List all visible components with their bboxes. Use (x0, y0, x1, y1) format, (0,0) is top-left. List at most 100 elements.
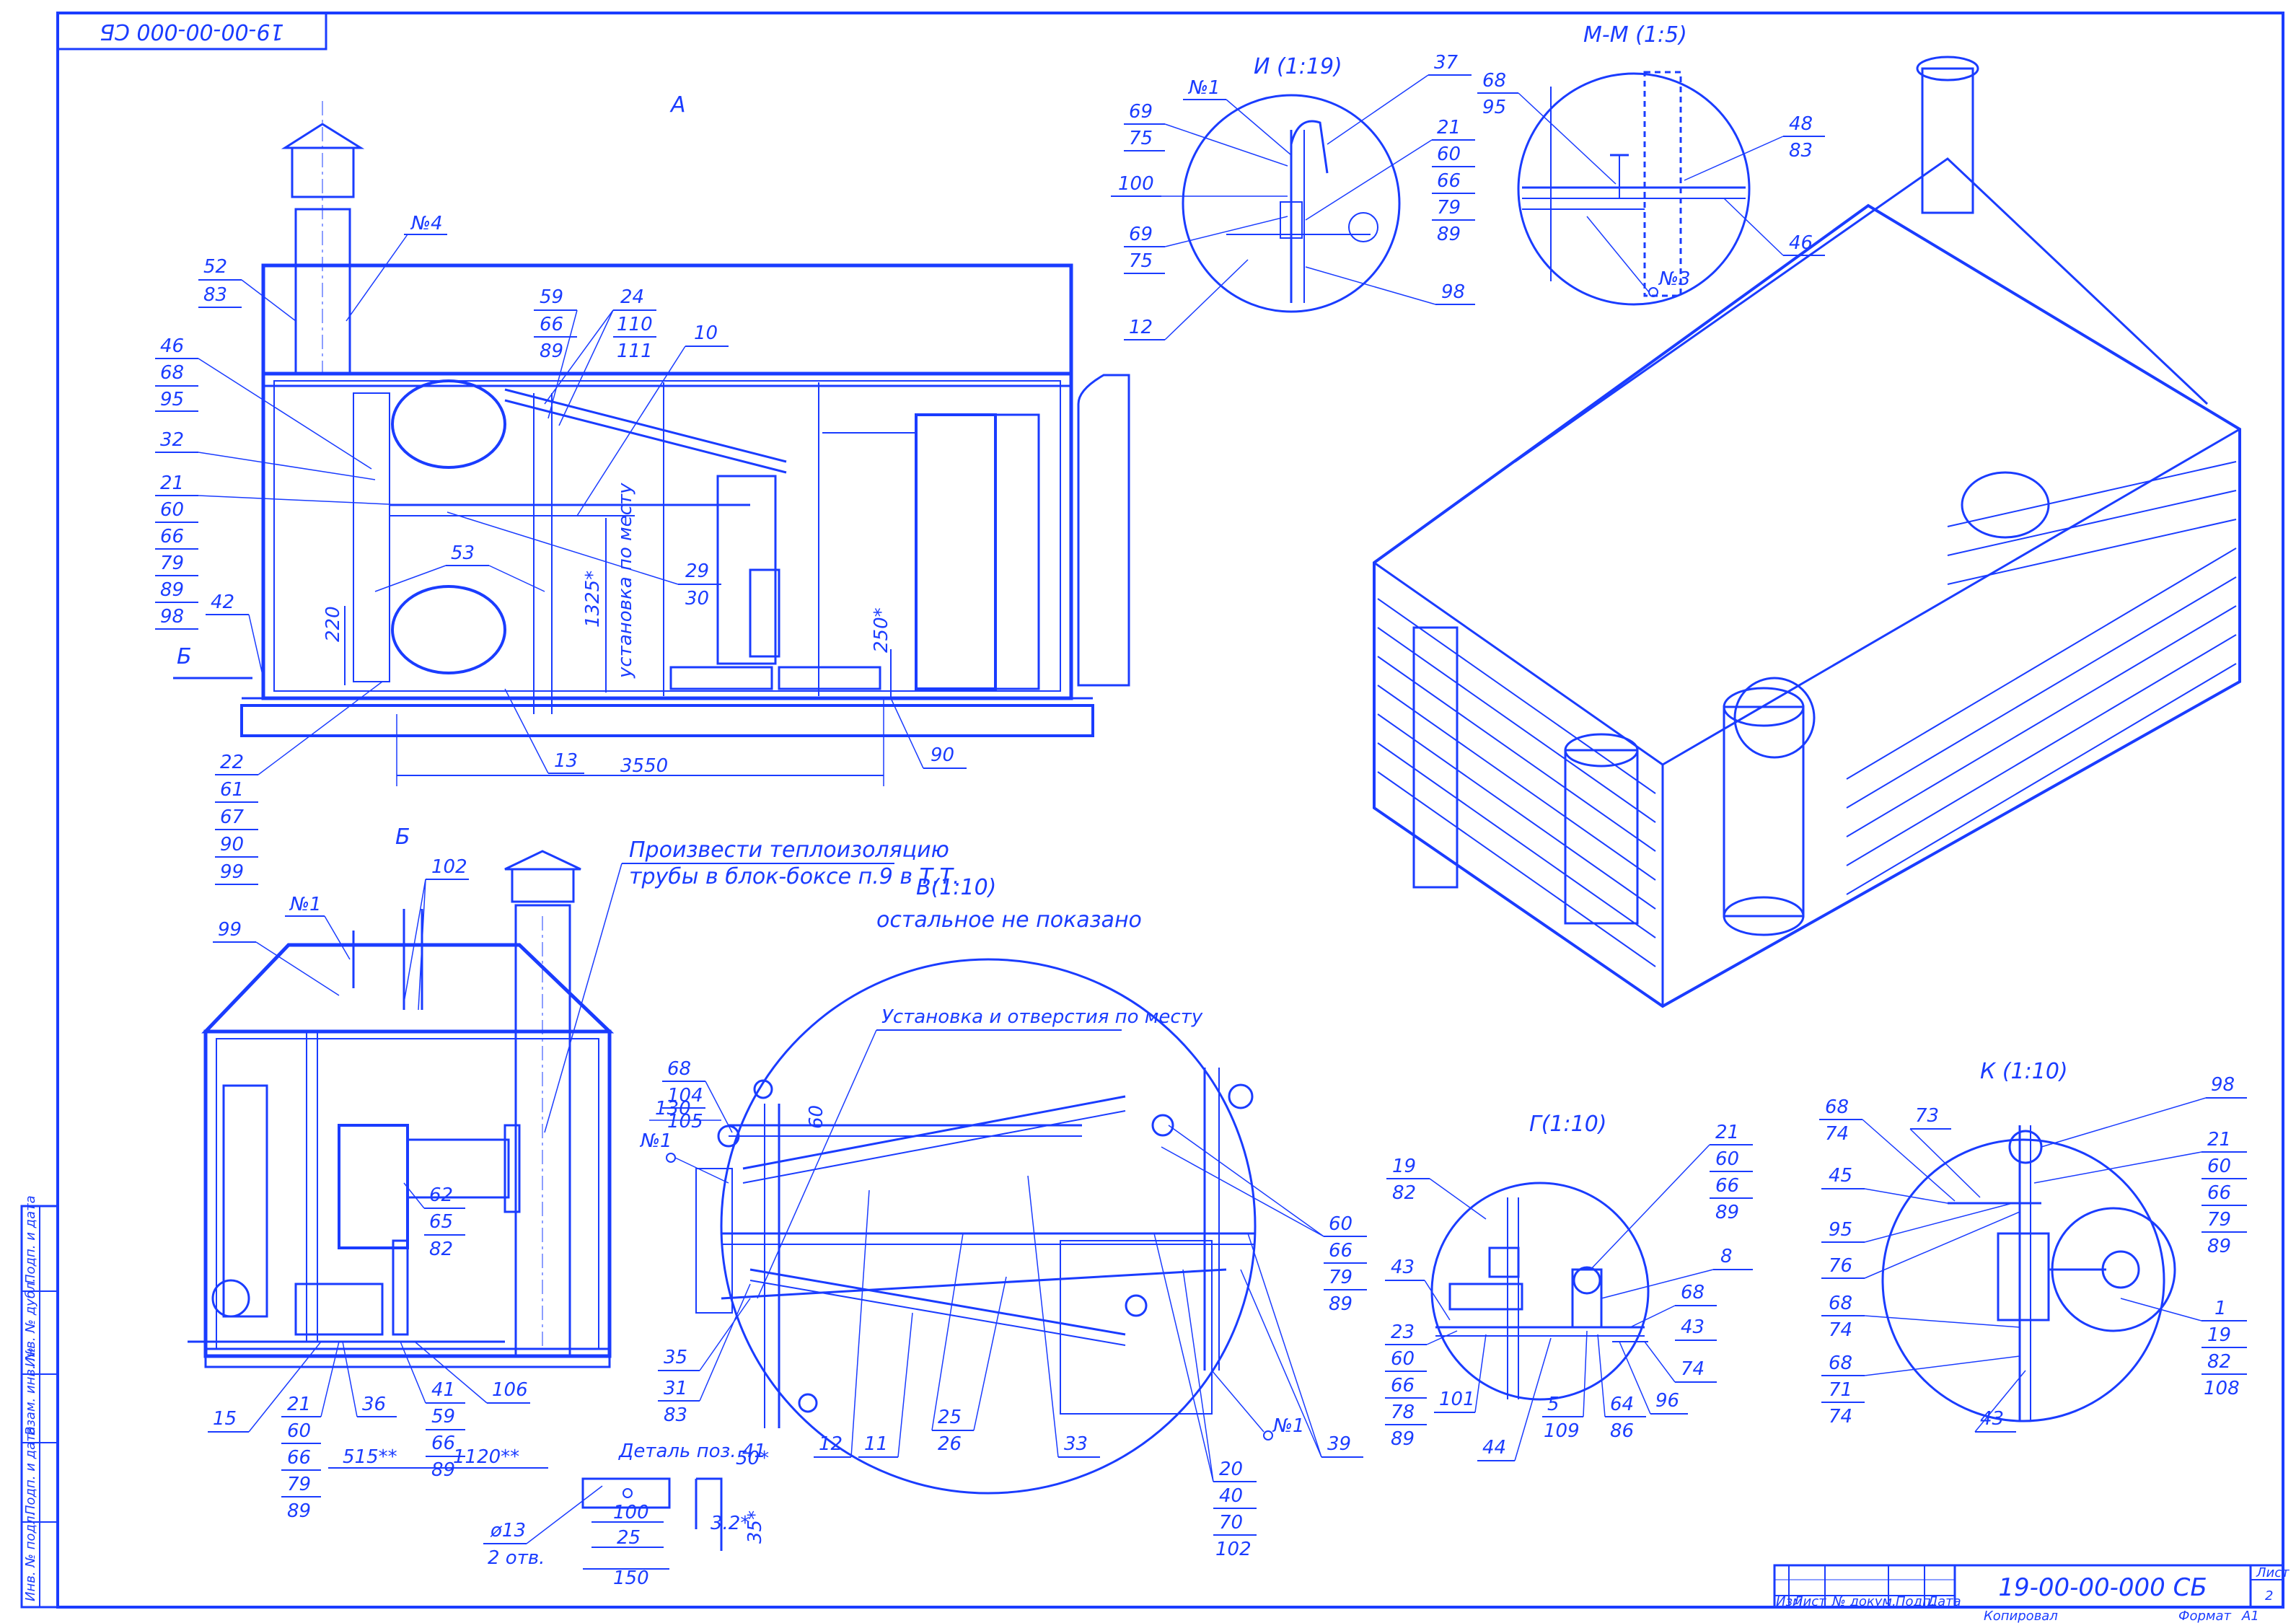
callout-group-25: 25 26 (931, 1233, 1007, 1455)
view-g-title: Г(1:10) (1529, 1112, 1607, 1137)
callout-66d: 66 (431, 1433, 455, 1454)
section-mark-b: Б (177, 644, 192, 669)
callout-group-41: 41 59 66 89 (400, 1341, 465, 1481)
callout-12v: 12 (819, 1433, 843, 1455)
callout-83m: 83 (1789, 140, 1813, 162)
callout-21b: 21 (287, 1394, 311, 1415)
callout-20: 20 (1219, 1459, 1243, 1480)
callout-group-62: 62 65 82 (403, 1182, 465, 1260)
callout-group-64: 64 86 (1597, 1334, 1646, 1442)
callout-110: 110 (617, 314, 653, 335)
callout-79v: 79 (1329, 1267, 1352, 1288)
dim-hole-dia: ø13 (490, 1520, 526, 1541)
callout-82g: 82 (1392, 1182, 1416, 1204)
dim-250: 250* (871, 607, 892, 653)
callout-43g-a: 43 (1391, 1257, 1415, 1278)
callout-79: 79 (160, 553, 184, 574)
callout-90a: 90 (220, 834, 244, 856)
callout-89i: 89 (1437, 224, 1461, 245)
detail-dim-150: 150 (613, 1567, 649, 1589)
callout-21g: 21 (1715, 1122, 1739, 1143)
view-b-note-1: Произвести теплоизоляцию (629, 837, 949, 863)
callout-66: 66 (160, 526, 184, 547)
stamp-header-list: Лист (1793, 1594, 1826, 1609)
doc-code-stamp: 19-00-00-000 СБ (1998, 1573, 2207, 1602)
callout-89k: 89 (2207, 1236, 2231, 1257)
view-v-subtitle: остальное не показано (876, 907, 1142, 933)
callout-21i: 21 (1437, 117, 1461, 138)
callout-group-68m: 68 95 (1477, 70, 1617, 185)
view-g: Г(1:10) 19 82 43 23 60 66 78 89 (1385, 1112, 1753, 1461)
callout-59b: 59 (431, 1406, 455, 1428)
callout-68k-a: 68 (1825, 1096, 1849, 1118)
callout-98: 98 (160, 606, 184, 628)
callout-74k-c: 74 (1829, 1406, 1852, 1428)
callout-86: 86 (1610, 1420, 1634, 1442)
callout-60i: 60 (1437, 144, 1461, 165)
callout-102v: 102 (1215, 1539, 1252, 1560)
callout-66b: 66 (540, 314, 563, 335)
callout-group-21: 21 60 66 79 89 98 (155, 472, 405, 630)
stamp-header-date: Дата (1927, 1594, 1961, 1609)
sheet-label: Лист (2256, 1565, 2290, 1580)
stamp-header-izm: Изм (1776, 1594, 1803, 1609)
callout-group-48: 48 83 (1684, 113, 1825, 181)
callout-53: 53 (451, 542, 475, 564)
callout-65: 65 (429, 1211, 453, 1233)
callout-66c: 66 (287, 1447, 311, 1469)
callout-66i: 66 (1437, 170, 1461, 192)
callout-60: 60 (160, 499, 184, 521)
view-i-title: И (1:19) (1254, 54, 1342, 79)
callout-109: 109 (1544, 1420, 1580, 1442)
detail-41-title: Деталь поз. 41 (618, 1441, 766, 1462)
callout-group-59: 59 66 89 (534, 286, 578, 419)
callout-106: 106 (492, 1379, 528, 1401)
callout-group-69a: 69 75 (1124, 101, 1288, 167)
callout-64: 64 (1610, 1394, 1634, 1415)
callout-13: 13 (554, 750, 578, 772)
callout-74k-a: 74 (1825, 1123, 1849, 1145)
callout-group-1: 1 19 82 108 (2120, 1298, 2247, 1399)
callout-44: 44 (1482, 1437, 1506, 1459)
callout-95a: 95 (160, 389, 184, 410)
callout-5: 5 (1547, 1394, 1560, 1415)
callout-62: 62 (429, 1184, 453, 1206)
callout-12i: 12 (1129, 317, 1153, 338)
side-field-4: Подп. и дата (23, 1426, 38, 1515)
callout-73: 73 (1915, 1105, 1939, 1127)
callout-39: 39 (1327, 1433, 1351, 1455)
view-i: И (1:19) №1 69 75 100 69 75 12 37 (1111, 52, 1475, 340)
callout-32: 32 (160, 429, 184, 451)
callout-100: 100 (1118, 173, 1154, 195)
callout-79b: 79 (287, 1474, 311, 1495)
callout-105: 105 (667, 1111, 703, 1132)
callout-104: 104 (667, 1085, 703, 1107)
view-m: М-М (1:5) №3 68 95 48 83 46 (1477, 22, 1825, 306)
sheet-frame: 19-00-00-000 СБ (56, 12, 2284, 1609)
view-a: А (155, 92, 1130, 885)
callout-n1-i: №1 (1187, 77, 1220, 99)
callout-60g: 60 (1391, 1348, 1415, 1370)
dim-holes: 2 отв. (488, 1547, 545, 1569)
callout-group-19g: 19 82 (1386, 1156, 1487, 1220)
dim-install: установка по месту (615, 483, 636, 679)
callout-69a: 69 (1129, 101, 1153, 123)
callout-89v: 89 (1329, 1293, 1352, 1315)
callout-89g: 89 (1391, 1428, 1415, 1450)
callout-37: 37 (1434, 52, 1459, 74)
callout-19k: 19 (2207, 1324, 2231, 1346)
callout-66k: 66 (2207, 1182, 2231, 1204)
callout-29: 29 (685, 560, 709, 582)
callout-90b: 90 (931, 744, 954, 766)
callout-36: 36 (362, 1394, 386, 1415)
dim-1325: 1325* (582, 571, 604, 628)
format-label: Формат (2178, 1609, 2232, 1623)
callout-89g2: 89 (1715, 1202, 1739, 1223)
view-m-title: М-М (1:5) (1583, 22, 1687, 48)
stamp-header-doc: № докум. (1831, 1594, 1896, 1609)
callout-n1-v-right: №1 (1272, 1415, 1305, 1437)
detail-dim-32: 3.2* (711, 1513, 749, 1534)
callout-group-68k-b: 68 74 (1821, 1293, 2020, 1341)
callout-108: 108 (2204, 1378, 2240, 1399)
